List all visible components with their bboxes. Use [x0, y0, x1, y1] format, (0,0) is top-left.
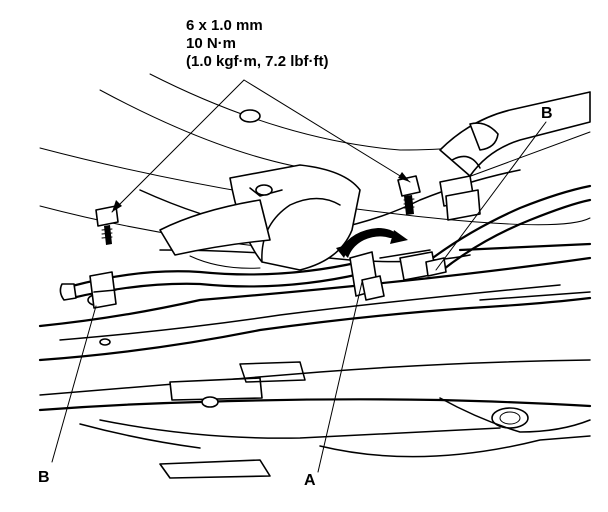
clip-a-assembly: [336, 228, 408, 301]
right-mounting-bolt: [397, 175, 421, 215]
bolt-size-label: 6 x 1.0 mm: [186, 17, 263, 34]
right-frame: [159, 242, 592, 479]
callout-a: A: [304, 472, 316, 489]
subframe-crossmember: [38, 256, 592, 458]
torque-nm-label: 10 N·m: [186, 35, 236, 52]
fuel-lines-right: [379, 91, 592, 281]
torque-spec: 6 x 1.0 mm 10 N·m (1.0 kgf·m, 7.2 lbf·ft…: [186, 17, 329, 70]
torque-alt-label: (1.0 kgf·m, 7.2 lbf·ft): [186, 53, 329, 70]
leader-lines: [51, 79, 547, 473]
callout-labels: B B A: [38, 105, 553, 489]
callout-b-right: B: [541, 105, 553, 122]
tank-bracket: [159, 164, 361, 271]
callout-b-left: B: [38, 469, 50, 486]
left-mounting-bolt: [95, 205, 119, 245]
fuel-lines-left: [59, 260, 362, 309]
